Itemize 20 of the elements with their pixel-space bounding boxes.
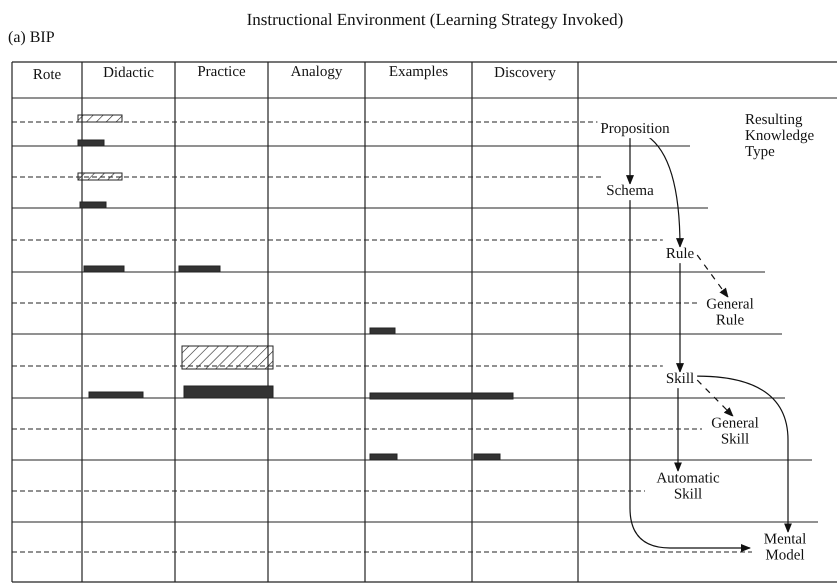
dashed-arrow [696, 254, 729, 298]
column-header: Discovery [493, 66, 557, 82]
panel-label: (a) BIP [8, 30, 56, 47]
knowledge-type: Skill [664, 372, 696, 388]
arrow [676, 262, 684, 374]
arrow [629, 200, 751, 552]
arrow [674, 388, 682, 472]
title: Instructional Environment (Learning Strategy Invoked) [246, 10, 624, 30]
arrow [626, 138, 634, 186]
knowledge-type: Proposition [599, 122, 671, 138]
axis-title: Resulting Knowledge Type [745, 113, 816, 160]
arrow [697, 376, 792, 534]
column-header: Examples [388, 65, 450, 81]
dashed-arrow [696, 380, 734, 417]
knowledge-type: Schema [605, 184, 655, 200]
column-header: Analogy [290, 65, 344, 81]
column-header: Didactic [102, 66, 155, 82]
column-header: Rote [32, 68, 62, 84]
knowledge-type: Rule [664, 247, 696, 263]
column-header: Practice [196, 65, 247, 81]
